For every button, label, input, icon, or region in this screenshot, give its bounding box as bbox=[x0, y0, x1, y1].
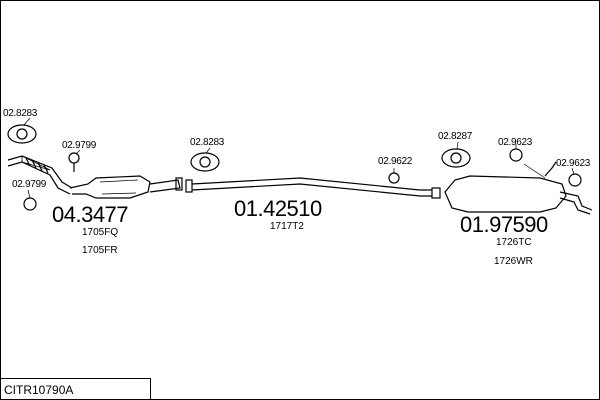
label-catalyst-ref1: 1705FQ bbox=[82, 227, 119, 238]
label-hanger-rear1: 02.9623 bbox=[498, 137, 533, 148]
label-clamp-rear: 02.8287 bbox=[438, 131, 473, 142]
label-middle-ref: 1717T2 bbox=[270, 221, 304, 232]
diagram-code: CITR10790A bbox=[4, 383, 74, 397]
clamp-front-icon bbox=[7, 124, 37, 144]
label-rear-ref1: 1726TC bbox=[496, 237, 532, 248]
catalyst-shape bbox=[69, 175, 181, 199]
label-hanger-mid: 02.9622 bbox=[378, 156, 413, 167]
label-hanger-front-low: 02.9799 bbox=[12, 179, 47, 190]
hanger-rear2-icon bbox=[568, 173, 582, 187]
diagram-code-box: CITR10790A bbox=[0, 378, 151, 399]
clamp-rear-icon bbox=[441, 148, 471, 168]
middle-pipe-shape bbox=[175, 177, 441, 199]
hanger-front-low-icon bbox=[23, 197, 37, 211]
label-clamp-front: 02.8283 bbox=[3, 108, 38, 119]
front-pipe bbox=[7, 155, 73, 195]
hanger-front-pipe-icon bbox=[68, 152, 80, 172]
label-hanger-rear2: 02.9623 bbox=[556, 158, 591, 169]
label-rear-ref2: 1726WR bbox=[494, 256, 533, 267]
label-catalyst: 04.3477 bbox=[52, 202, 129, 227]
label-catalyst-ref2: 1705FR bbox=[82, 245, 118, 256]
clamp-mid-icon bbox=[190, 152, 220, 172]
hanger-mid-icon bbox=[388, 172, 400, 184]
label-clamp-front-pipe: 02.9799 bbox=[62, 140, 97, 151]
label-middle-pipe: 01.42510 bbox=[234, 196, 322, 221]
hanger-rear1-icon bbox=[509, 148, 523, 162]
rear-silencer-shape bbox=[444, 161, 593, 215]
label-clamp-mid: 02.8283 bbox=[190, 137, 225, 148]
label-rear-silencer: 01.97590 bbox=[460, 212, 548, 237]
